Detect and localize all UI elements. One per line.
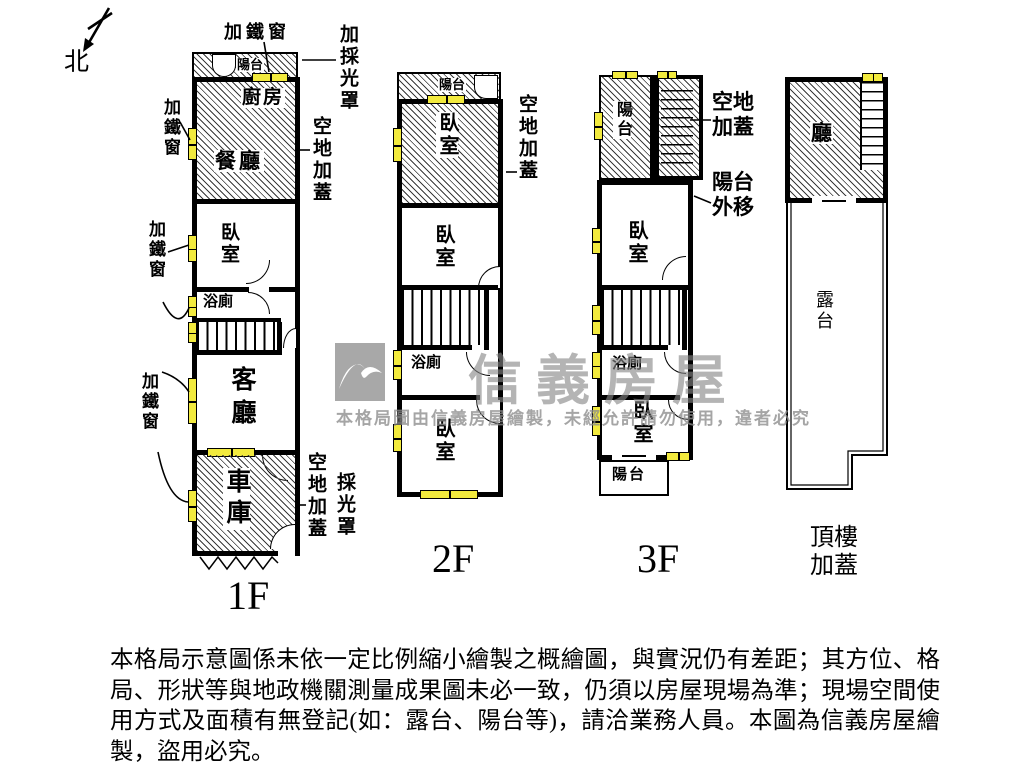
f1-dining-label: 餐廳: [214, 149, 264, 173]
f3-window-top: [612, 71, 638, 79]
f1-wall: [269, 287, 295, 292]
f3-window-left: [592, 352, 601, 379]
f3-balcony-bottom-label: 陽台: [612, 467, 647, 483]
f1-kitchen-label: 廚房: [241, 87, 286, 108]
f1-stairs: [197, 322, 277, 350]
f2-covered-yard-label: 空地加蓋: [516, 94, 537, 182]
rooftop-hall-label: 廳: [810, 121, 833, 145]
f2-window-top: [427, 95, 465, 104]
f2-stairs: [402, 290, 484, 345]
f2-window-left: [393, 350, 402, 380]
f3-wall: [602, 345, 668, 350]
f1-living-label: 客廳: [228, 366, 255, 432]
f1-iron-window-label-2: 加鐵窗: [146, 220, 165, 280]
f1-wall: [277, 322, 282, 355]
f3-window-left: [592, 305, 601, 335]
leader-line: [167, 244, 190, 253]
f2-wall: [402, 285, 498, 290]
f2-bedroom3-label: 臥室: [432, 418, 454, 464]
rooftop-floor-label: 頂樓加蓋: [810, 525, 858, 580]
f1-window-left: [188, 128, 197, 160]
f3-bedroom2-label: 臥室: [630, 400, 652, 446]
f1-add-skylight-label: 加採光罩: [337, 24, 358, 112]
f3-wall: [602, 395, 680, 400]
f1-covered-yard-label-bottom: 空地加蓋: [305, 452, 326, 540]
f1-bath-label: 浴廁: [203, 294, 234, 310]
leader-line: [162, 301, 190, 320]
f3-wall: [650, 75, 655, 180]
leader-line: [693, 195, 712, 204]
leader-line: [157, 451, 189, 503]
f1-wall: [197, 350, 281, 355]
f2-bedroom1-label: 臥室: [436, 112, 458, 158]
f2-window-bottom: [420, 490, 478, 499]
f3-floor-label: 3F: [637, 536, 680, 581]
leader-line: [161, 371, 190, 393]
f1-wall: [197, 287, 249, 292]
f2-balcony-door: [474, 75, 498, 99]
f3-covered-yard-ladder: [661, 90, 693, 166]
f3-wall: [602, 285, 688, 290]
rooftop-terrace-label: 露台: [814, 290, 834, 332]
rooftop-stairs: [860, 82, 883, 170]
f1-covered-yard-label-top: 空地加蓋: [310, 116, 331, 204]
f3-bedroom1-label: 臥室: [625, 220, 647, 266]
f2-floor-label: 2F: [432, 536, 475, 581]
terrace-wall-outer: [786, 203, 888, 490]
north-arrow-tick: [87, 11, 113, 31]
f1-window-left: [188, 235, 197, 262]
f1-window-top: [252, 73, 288, 82]
f2-wall: [402, 395, 480, 400]
f1-skylight-label: 採光罩: [334, 472, 355, 538]
f3-balcony-bottom: [599, 460, 669, 496]
watermark-brand: 信義房屋: [468, 351, 740, 411]
rooftop-window: [862, 73, 883, 82]
f1-bedroom-label: 臥室: [218, 222, 239, 266]
f1-iron-window-label-1: 加鐵窗: [161, 98, 180, 158]
disclaimer-text: 本格局示意圖係未依一定比例縮小繪製之概繪圖，與實況仍有差距；其方位、格局、形狀等…: [110, 647, 940, 765]
f1-window-left: [188, 322, 197, 343]
f3-window-left: [592, 228, 601, 254]
f3-balcony-extended-label: 陽台外移: [712, 170, 754, 219]
f3-window-top: [657, 71, 677, 79]
f3-balcony-top-label: 陽台: [613, 101, 631, 139]
f2-bedroom2-label: 臥室: [432, 224, 454, 270]
f1-wall: [197, 318, 281, 322]
f2-window-left: [393, 424, 402, 452]
f1-window-left: [188, 378, 197, 424]
f2-wall: [484, 290, 489, 350]
rooftop-door-line: [822, 200, 846, 202]
f3-window-bottom: [666, 452, 690, 461]
f2-window-left: [393, 128, 402, 162]
f2-bath-label: 浴廁: [411, 355, 442, 371]
f2-wall: [402, 203, 498, 208]
f3-balcony-door-line: [622, 455, 646, 457]
f3-wall: [682, 290, 687, 350]
f1-garage-opening: [278, 548, 295, 556]
f1-window-left: [188, 296, 197, 317]
garage-zigzag: [199, 555, 279, 571]
watermark-notice: 本格局圖由信義房屋繪製，未經允許請勿使用，違者必究: [336, 409, 811, 428]
sinyi-roof-icon: [339, 364, 382, 389]
f3-covered-yard-label: 空地加蓋: [712, 90, 754, 139]
f3-window-left: [594, 112, 603, 140]
north-arrow-shaft: [85, 7, 111, 47]
north-label: 北: [64, 49, 90, 76]
f1-window-left: [188, 490, 197, 522]
f1-iron-window-label-top: 加鐵窗: [224, 22, 290, 42]
f1-garage-label: 車庫: [223, 468, 250, 530]
f3-stairs: [602, 290, 682, 345]
watermark-logo: [335, 343, 385, 401]
f1-wall: [197, 199, 295, 204]
f3-window-left: [592, 406, 601, 436]
terrace-wall-inner: [790, 203, 884, 486]
f1-iron-window-label-3: 加鐵窗: [139, 372, 158, 432]
f1-balcony-label: 陽台: [236, 57, 265, 72]
f1-floor-label: 1F: [227, 573, 270, 618]
f2-wall: [402, 345, 472, 350]
f2-balcony-label: 陽台: [438, 77, 467, 92]
f3-bath-label: 浴廁: [612, 356, 643, 372]
f1-balcony-door: [212, 54, 236, 77]
